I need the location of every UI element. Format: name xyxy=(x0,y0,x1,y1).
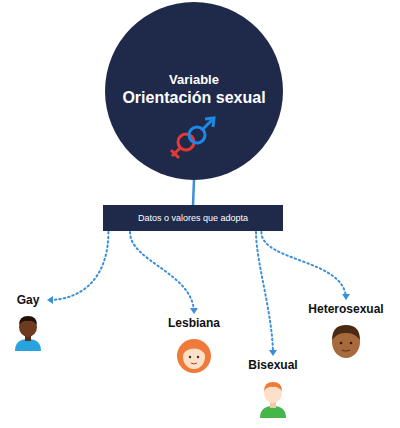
dotted-arrow xyxy=(48,232,108,300)
value-item: Lesbiana xyxy=(158,316,230,378)
node-heading: Variable xyxy=(105,72,283,87)
value-label: Bisexual xyxy=(248,358,297,372)
value-label: Heterosexual xyxy=(308,302,383,316)
value-item: Heterosexual xyxy=(298,302,394,370)
value-label: Gay xyxy=(17,293,40,307)
dotted-arrow xyxy=(256,232,273,355)
values-band: Datos o valores que adopta xyxy=(103,205,283,231)
dotted-arrow xyxy=(261,232,346,299)
gender-symbol xyxy=(168,116,220,164)
node-text: Orientación sexual xyxy=(111,89,277,107)
person-avatar xyxy=(258,378,288,418)
variable-circle: VariableOrientación sexual xyxy=(105,2,283,180)
node-heading: Datos o valores que adopta xyxy=(138,213,248,223)
value-item: Gay xyxy=(6,293,50,355)
dotted-arrow xyxy=(130,232,194,313)
value-item: Bisexual xyxy=(240,358,306,422)
value-label: Lesbiana xyxy=(168,316,220,330)
person-avatar xyxy=(175,336,213,374)
person-avatar xyxy=(13,313,43,351)
connector-line xyxy=(193,180,194,205)
person-avatar xyxy=(327,322,365,360)
